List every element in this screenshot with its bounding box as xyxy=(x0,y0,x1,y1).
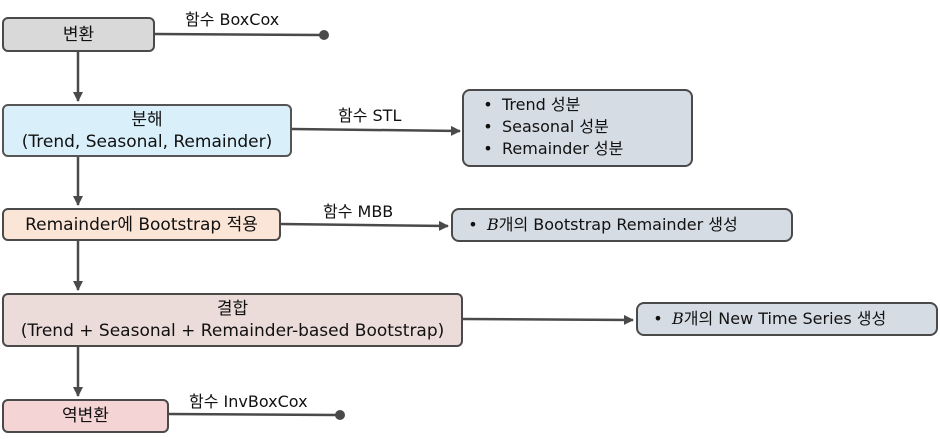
bootstrap-node: Remainder에 Bootstrap 적용 xyxy=(2,208,281,241)
list-item: • Remainder 성분 xyxy=(474,138,691,160)
combine-output-box: • B 개의 New Time Series 생성 xyxy=(636,302,938,336)
seasonal-component: Seasonal 성분 xyxy=(502,117,609,136)
combine-subtitle: (Trend + Seasonal + Remainder-based Boot… xyxy=(20,321,445,341)
bullet-icon: • xyxy=(483,139,493,158)
decompose-node: 분해 (Trend, Seasonal, Remainder) xyxy=(2,104,292,157)
stl-label: 함수 STL xyxy=(338,106,402,125)
mbb-output-text: 개의 Bootstrap Remainder 생성 xyxy=(498,215,738,234)
b-symbol: B xyxy=(672,309,684,328)
bullet-icon: • xyxy=(483,117,493,136)
invboxcox-endpoint xyxy=(335,410,345,420)
inverse-node: 역변환 xyxy=(2,399,169,433)
decompose-subtitle: (Trend, Seasonal, Remainder) xyxy=(21,131,273,152)
mbb-output-box: • B 개의 Bootstrap Remainder 생성 xyxy=(451,208,793,242)
mbb-label: 함수 MBB xyxy=(323,202,394,221)
bullet-icon: • xyxy=(468,215,478,234)
boxcox-endpoint xyxy=(319,30,329,40)
arrow-combine-to-output xyxy=(462,314,634,325)
bullet-icon: • xyxy=(483,95,493,114)
trend-component: Trend 성분 xyxy=(502,95,581,114)
transform-node: 변환 xyxy=(2,17,155,52)
invboxcox-connector xyxy=(168,412,337,417)
list-item: • Trend 성분 xyxy=(474,94,691,116)
list-item: • Seasonal 성분 xyxy=(474,116,691,138)
invboxcox-label: 함수 InvBoxCox xyxy=(189,392,308,411)
inverse-label: 역변환 xyxy=(62,406,109,426)
combine-title: 결합 xyxy=(216,299,249,319)
combine-node: 결합 (Trend + Seasonal + Remainder-based B… xyxy=(2,293,463,347)
boxcox-label: 함수 BoxCox xyxy=(185,10,280,29)
decompose-title: 분해 xyxy=(131,109,163,130)
list-item: • B 개의 New Time Series 생성 xyxy=(644,308,886,330)
arrow-decompose-to-stl-output xyxy=(291,125,461,136)
bullet-icon: • xyxy=(653,309,663,328)
transform-label: 변환 xyxy=(62,24,95,45)
boxcox-connector xyxy=(154,32,322,37)
b-symbol: B xyxy=(487,215,499,234)
bootstrap-label: Remainder에 Bootstrap 적용 xyxy=(25,214,258,235)
stl-output-box: • Trend 성분 • Seasonal 성분 • Remainder 성분 xyxy=(462,89,693,167)
remainder-component: Remainder 성분 xyxy=(502,139,624,158)
combine-output-text: 개의 New Time Series 생성 xyxy=(683,309,887,328)
list-item: • B 개의 Bootstrap Remainder 생성 xyxy=(459,214,738,236)
arrow-bootstrap-to-mbb-output xyxy=(280,220,449,231)
